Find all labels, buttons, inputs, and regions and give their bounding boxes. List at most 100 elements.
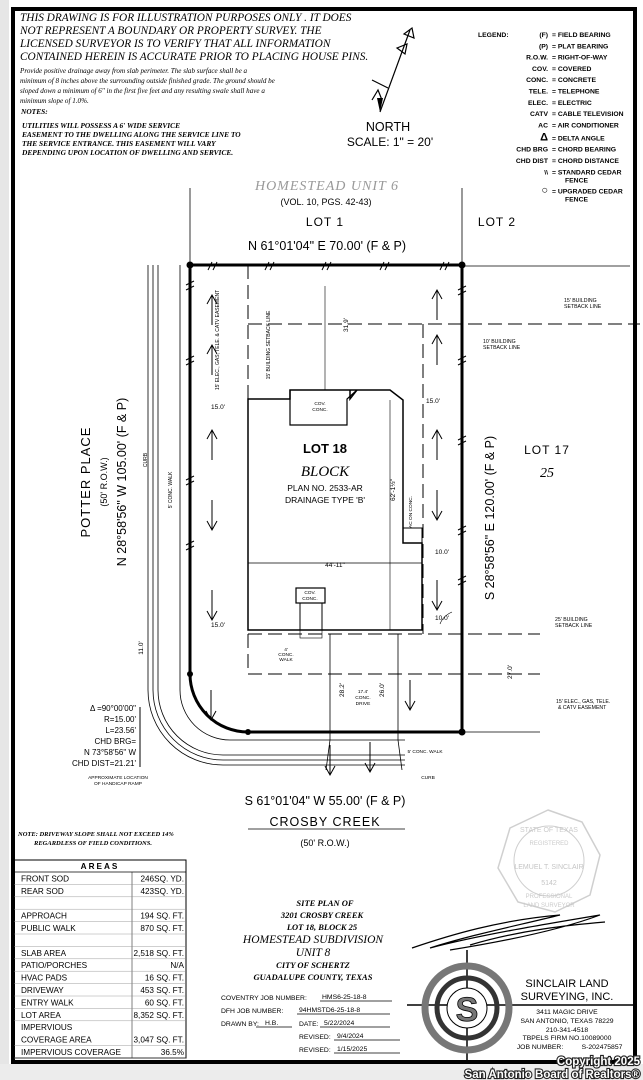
callout: 15' ELEC., GAS, TELE. bbox=[556, 699, 610, 705]
surveyor-city: SAN ANTONIO, TEXAS 78229 bbox=[520, 1018, 613, 1025]
south-boundary-bearing: S 61°01'04" W 55.00' (F & P) bbox=[245, 794, 406, 808]
curve-radius: R=15.00' bbox=[104, 715, 136, 724]
notes-line: EASEMENT TO THE DWELLING ALONG THE SERVI… bbox=[21, 130, 241, 139]
legend-key: Δ bbox=[540, 131, 548, 143]
surveyor-seal: STATE OF TEXAS REGISTERED LEMUEL T. SINC… bbox=[497, 809, 601, 913]
dim-side-left: 15.0' bbox=[211, 404, 225, 411]
copyright-watermark: Copyright 2025 San Antonio Board of Real… bbox=[463, 1055, 641, 1080]
area-value: 194 SQ. FT. bbox=[140, 912, 184, 921]
legend-key: CHD DIST bbox=[516, 158, 549, 165]
drainage-type: DRAINAGE TYPE 'B' bbox=[285, 495, 365, 505]
drive-label: DRIVE bbox=[356, 701, 371, 707]
potter-place-label: POTTER PLACE bbox=[78, 427, 93, 538]
area-value: 870 SQ. FT. bbox=[140, 924, 184, 933]
curve-chord-bearing-label: CHD BRG= bbox=[94, 737, 136, 746]
note-line: NOTE: DRIVEWAY SLOPE SHALL NOT EXCEED 14… bbox=[17, 831, 174, 838]
adjacent-subdivision: HOMESTEAD UNIT 6 bbox=[254, 179, 399, 194]
area-value: 2,518 SQ. FT. bbox=[133, 949, 184, 958]
ramp-label: APPROXIMATE LOCATION bbox=[88, 775, 148, 781]
arrow-up-icon bbox=[431, 288, 443, 320]
potter-place-row: (50' R.O.W.) bbox=[99, 457, 109, 506]
cov-conc-label: COV. bbox=[304, 590, 315, 596]
legend-value: = COVERED bbox=[552, 66, 592, 73]
arrow-up-icon bbox=[431, 428, 443, 460]
disclaimer-line: THIS DRAWING IS FOR ILLUSTRATION PURPOSE… bbox=[20, 12, 352, 24]
arrow-up-icon bbox=[206, 293, 218, 325]
area-value: 60 SQ. FT. bbox=[145, 998, 184, 1007]
arrow-down-icon bbox=[324, 745, 336, 777]
area-label: FRONT SOD bbox=[21, 874, 69, 883]
dim-drive-right: 26.0' bbox=[379, 683, 386, 697]
legend-value: = STANDARD CEDAR bbox=[552, 169, 622, 176]
area-label: DRIVEWAY bbox=[21, 986, 64, 995]
notes-line: UTILITIES WILL POSSESS A 6' WIDE SERVICE bbox=[22, 121, 180, 130]
seal-text: PROFESSIONAL bbox=[526, 894, 573, 900]
legend-value: FENCE bbox=[565, 177, 589, 184]
walk-label: CONC. bbox=[278, 652, 293, 658]
curve-length: L=23.56' bbox=[105, 726, 136, 735]
cov-conc-label: CONC. bbox=[312, 407, 327, 413]
seal-text: STATE OF TEXAS bbox=[520, 827, 578, 834]
curb-label: CURB bbox=[421, 775, 435, 781]
surveyor-info: SINCLAIR LAND SURVEYING, INC. 3411 MAGIC… bbox=[517, 978, 623, 1051]
seal-text: 5142 bbox=[541, 880, 557, 887]
driveway-note: NOTE: DRIVEWAY SLOPE SHALL NOT EXCEED 14… bbox=[17, 831, 174, 847]
area-label: IMPERVIOUS bbox=[21, 1023, 73, 1032]
walk-label: 5' CONC. WALK bbox=[407, 749, 443, 755]
revised-date: 9/4/2024 bbox=[337, 1033, 364, 1040]
ramp-label: OF HANDICAP RAMP bbox=[94, 781, 142, 787]
dimensions: 31.9' 15.0' 15.0' 15.0' 10.0' 10.0' 62'-… bbox=[138, 318, 514, 697]
north-arrow-icon bbox=[371, 26, 415, 113]
walk-label: WALK bbox=[279, 657, 293, 663]
area-label: LOT AREA bbox=[21, 1011, 61, 1020]
revised-date: 1/15/2025 bbox=[337, 1046, 367, 1053]
drainage-note: Provide positive drainage away from slab… bbox=[19, 67, 275, 105]
surveyor-name: SURVEYING, INC. bbox=[521, 991, 614, 1003]
area-label: COVERAGE AREA bbox=[21, 1036, 92, 1045]
legend-key: (P) bbox=[539, 43, 548, 50]
area-label: SLAB AREA bbox=[21, 949, 67, 958]
area-value: N/A bbox=[170, 961, 184, 970]
surveyor-address: 3411 MAGIC DRIVE bbox=[536, 1009, 598, 1016]
legend-value: = CONCRETE bbox=[552, 77, 596, 84]
dfh-number: 94HMSTD6-25-18-8 bbox=[299, 1007, 360, 1014]
job-number: S-202475857 bbox=[582, 1044, 623, 1051]
lot-17-label: LOT 17 bbox=[524, 443, 570, 457]
date-label: DATE: bbox=[299, 1021, 319, 1028]
area-label: APPROACH bbox=[21, 912, 67, 921]
drainage-arrows bbox=[205, 288, 443, 777]
disclaimer-line: CONTAINED HEREIN IS ACCURATE PRIOR TO PL… bbox=[20, 51, 368, 63]
title-line: HOMESTEAD SUBDIVISION bbox=[242, 934, 385, 946]
arrow-down-icon bbox=[404, 680, 416, 712]
area-value: 246SQ. YD. bbox=[140, 874, 184, 883]
legend-value: = PLAT BEARING bbox=[552, 43, 608, 50]
arrow-down-icon bbox=[206, 590, 218, 622]
north-boundary-bearing: N 61°01'04" E 70.00' (F & P) bbox=[248, 239, 406, 253]
drainage-line: minimum of 8 inches above the surroundin… bbox=[20, 77, 275, 85]
drive-label: 17.4' bbox=[358, 689, 368, 695]
title-line: UNIT 8 bbox=[296, 947, 331, 959]
dim-house-width: 44'-11" bbox=[325, 562, 345, 569]
dim-front-setback: 27.0' bbox=[507, 665, 514, 679]
page-bottom-edge bbox=[0, 1064, 643, 1080]
surveyor-firm: TBPELS FIRM NO.10089000 bbox=[523, 1035, 612, 1042]
legend-value: = UPGRADED CEDAR bbox=[552, 188, 623, 195]
curve-chord-bearing: N 73°58'56" W bbox=[84, 748, 136, 757]
walk-label: 4' bbox=[284, 647, 288, 653]
callouts: 15' BUILDING SETBACK LINE 10' BUILDING S… bbox=[483, 298, 610, 711]
legend-key: COV. bbox=[532, 66, 548, 73]
area-value: 453 SQ. FT. bbox=[140, 986, 184, 995]
legend-key: CHD BRG bbox=[516, 147, 548, 154]
legend-title: LEGEND: bbox=[478, 32, 509, 39]
seal-text: LEMUEL T. SINCLAIR bbox=[514, 864, 583, 871]
legend: LEGEND:(F)= FIELD BEARING(P)= PLAT BEARI… bbox=[478, 32, 624, 203]
areas-title: AREAS bbox=[81, 862, 120, 871]
surveyor-name: SINCLAIR LAND bbox=[525, 978, 608, 990]
job-info: COVENTRY JOB NUMBER: HMS6-25-18-8 DFH JO… bbox=[221, 994, 400, 1054]
fence-marks bbox=[185, 261, 467, 586]
area-value: 36.5% bbox=[161, 1048, 184, 1057]
logo-letter: S bbox=[456, 991, 479, 1029]
dim-ac-side: 10.0' bbox=[435, 549, 449, 556]
volume-reference: (VOL. 10, PGS. 42-43) bbox=[280, 197, 371, 207]
signature bbox=[411, 914, 606, 951]
